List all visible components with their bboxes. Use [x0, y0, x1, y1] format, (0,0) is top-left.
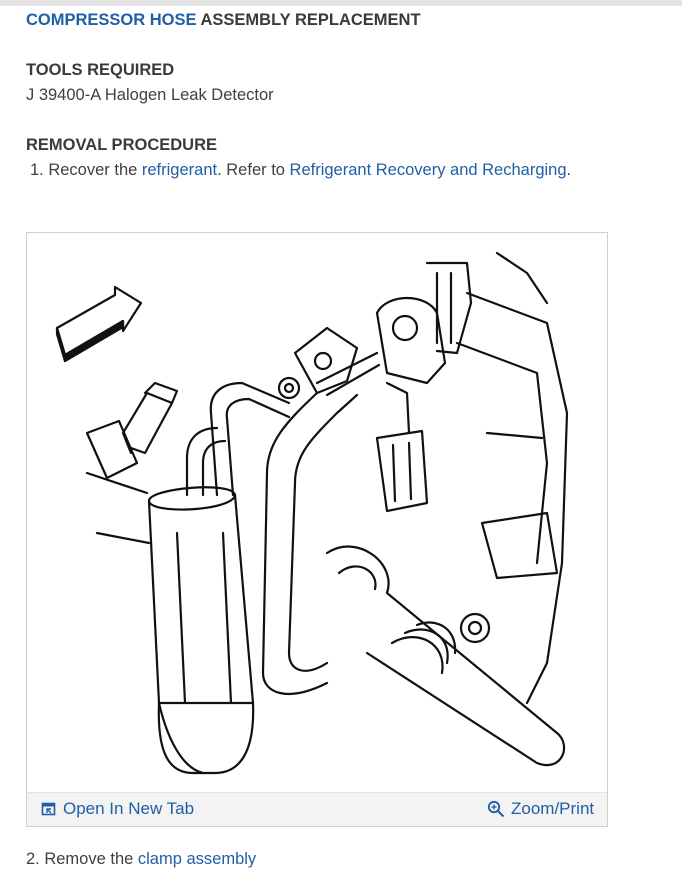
zoom-print-button[interactable]: Zoom/Print: [487, 799, 594, 819]
step-1-prefix: 1. Recover the: [30, 161, 142, 179]
refrigerant-link[interactable]: refrigerant: [141, 161, 218, 179]
clamp-assembly-link[interactable]: clamp assembly: [137, 850, 257, 868]
step-2: 2. Remove the clamp assembly: [26, 850, 256, 869]
removal-heading: REMOVAL PROCEDURE: [26, 136, 217, 154]
step-1: 1. Recover the refrigerant. Refer to Ref…: [30, 161, 571, 180]
open-in-new-tab-label: Open In New Tab: [63, 799, 195, 818]
zoom-print-label: Zoom/Print: [511, 799, 595, 818]
tools-heading: TOOLS REQUIRED: [26, 61, 175, 79]
title-rest: ASSEMBLY REPLACEMENT: [196, 11, 421, 29]
step-2-prefix: 2. Remove the: [26, 850, 138, 868]
compressor-hose-illustration: [55, 251, 569, 775]
figure-panel: Open In New Tab Zoom/Print: [26, 232, 608, 827]
recovery-recharging-link[interactable]: Refrigerant Recovery and Recharging: [289, 161, 567, 179]
open-in-new-tab-button[interactable]: Open In New Tab: [41, 799, 194, 819]
step-1-suffix: .: [566, 161, 572, 179]
figure-footer: Open In New Tab Zoom/Print: [27, 792, 607, 826]
open-in-new-tab-icon: [41, 802, 56, 816]
page-title: COMPRESSOR HOSE ASSEMBLY REPLACEMENT: [26, 11, 421, 30]
tools-item: J 39400-A Halogen Leak Detector: [26, 86, 274, 104]
zoom-icon: [487, 800, 505, 818]
step-1-middle: . Refer to: [217, 161, 290, 179]
top-bar: [0, 0, 682, 6]
title-highlight: COMPRESSOR HOSE: [26, 11, 197, 29]
